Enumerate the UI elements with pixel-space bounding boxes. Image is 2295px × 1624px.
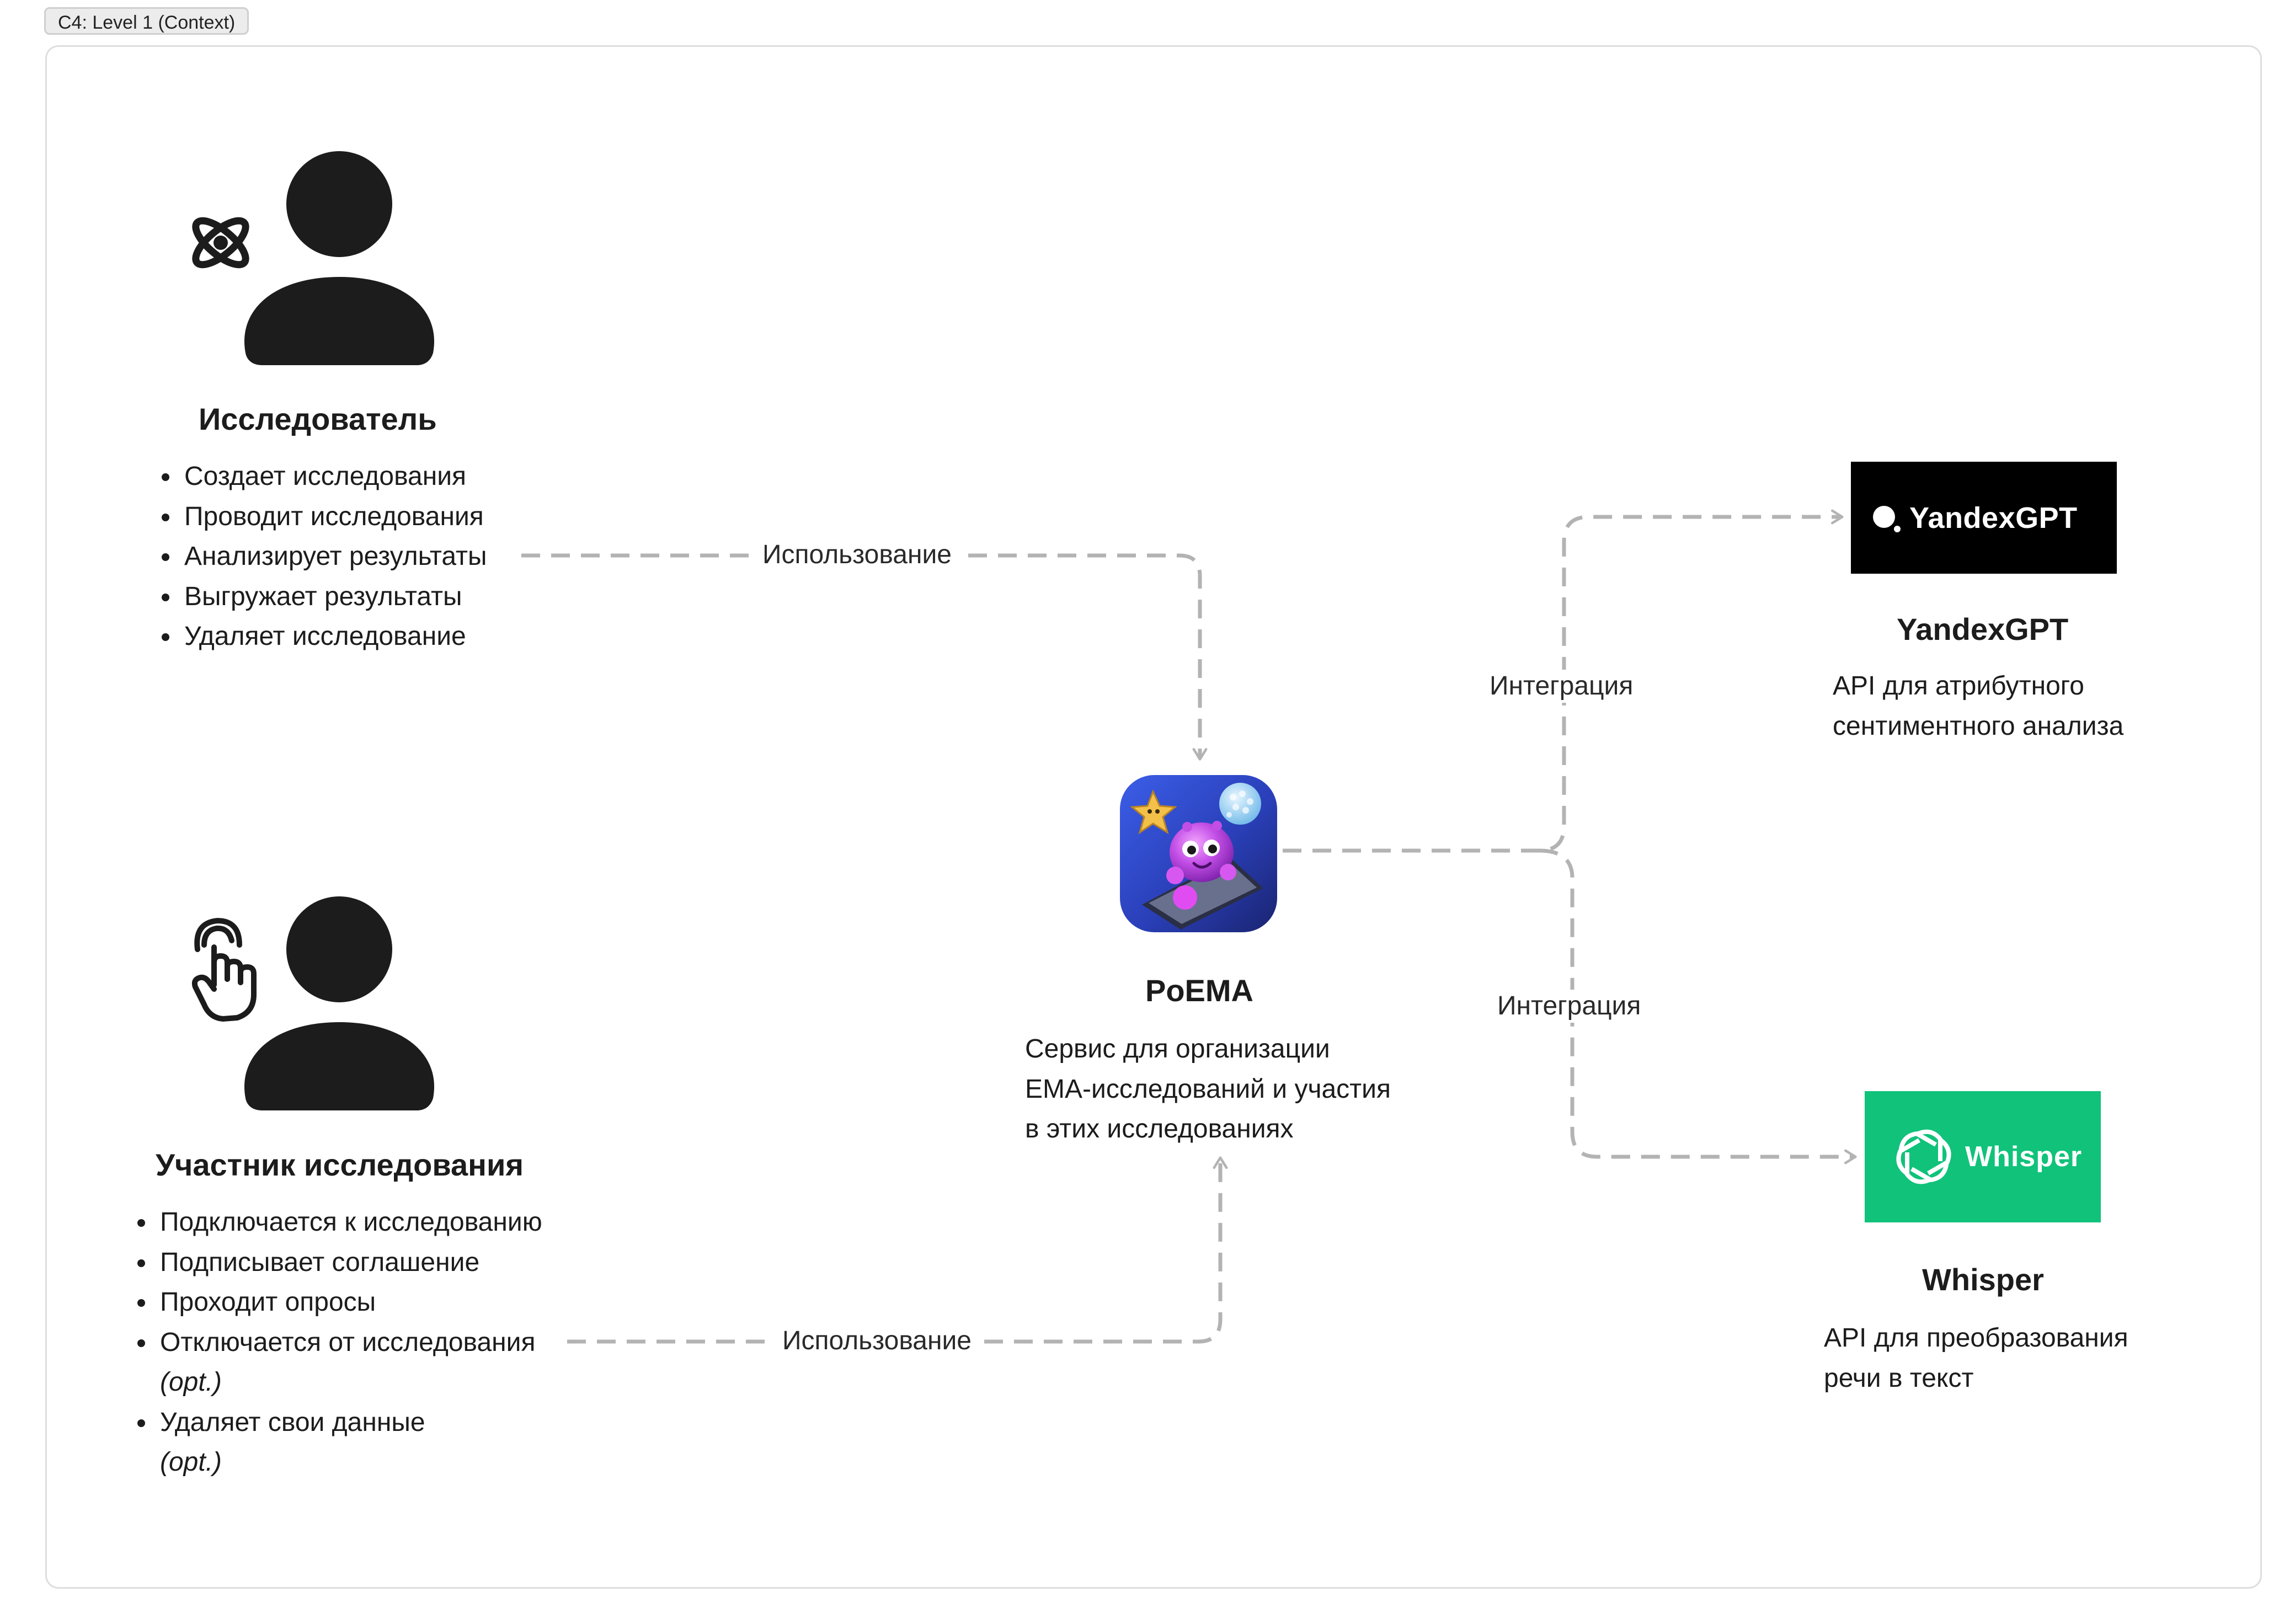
edge-label-yandexgpt-integration[interactable]: Интеграция — [1482, 670, 1641, 703]
edge-label-researcher-usage[interactable]: Использование — [755, 538, 959, 571]
participant-title: Участник исследования — [156, 1147, 524, 1182]
list-item: Выгружает результаты — [181, 577, 487, 617]
list-item: Проводит исследования — [181, 497, 487, 537]
edge-poema-to-whisper — [1539, 848, 1857, 1164]
yandexgpt-title: YandexGPT — [1897, 612, 2069, 647]
list-item: Удаляет исследование — [181, 617, 487, 657]
participant-person-icon — [191, 896, 435, 1110]
poema-app-icon — [1120, 775, 1277, 932]
atom-icon — [192, 217, 249, 269]
poema-title: PoEMA — [1145, 973, 1253, 1008]
yandexgpt-logo: YandexGPT — [1851, 462, 2117, 574]
edge-researcher-to-poema — [521, 553, 1208, 761]
list-item: Проходит опросы — [157, 1283, 542, 1323]
researcher-responsibilities: Создает исследования Проводит исследован… — [154, 457, 487, 657]
list-item: Анализирует результаты — [181, 537, 487, 577]
edge-participant-to-poema — [567, 1156, 1228, 1344]
edge-label-whisper-integration[interactable]: Интеграция — [1490, 990, 1649, 1023]
whisper-logo: Whisper — [1865, 1091, 2101, 1222]
list-item: Отключается от исследования(opt.) — [157, 1323, 542, 1403]
whisper-title: Whisper — [1922, 1262, 2044, 1297]
openai-knot-icon — [1896, 1129, 1951, 1184]
frame-tab-label[interactable]: C4: Level 1 (Context) — [44, 7, 249, 35]
edge-poema-to-yandexgpt — [1283, 509, 1844, 853]
list-item: Создает исследования — [181, 457, 487, 497]
list-item: Подписывает соглашение — [157, 1243, 542, 1283]
diagram-frame — [45, 45, 2262, 1589]
yandexgpt-description: API для атрибутного сентиментного анализ… — [1833, 671, 2124, 741]
optional-note: (opt.) — [160, 1367, 222, 1397]
researcher-title: Исследователь — [199, 402, 437, 436]
list-item: Подключается к исследованию — [157, 1203, 542, 1243]
poema-description: Сервис для организации EMA-исследований … — [1025, 1034, 1391, 1144]
optional-note: (opt.) — [160, 1447, 222, 1477]
researcher-person-icon — [192, 151, 435, 365]
yandexgpt-logo-icon — [1873, 505, 1901, 532]
edge-label-participant-usage[interactable]: Использование — [775, 1324, 979, 1358]
whisper-description: API для преобразования речи в текст — [1824, 1323, 2128, 1393]
pointing-hand-icon — [191, 918, 257, 1022]
participant-responsibilities: Подключается к исследованию Подписывает … — [130, 1203, 542, 1483]
list-item: Удаляет свои данные(opt.) — [157, 1403, 542, 1483]
